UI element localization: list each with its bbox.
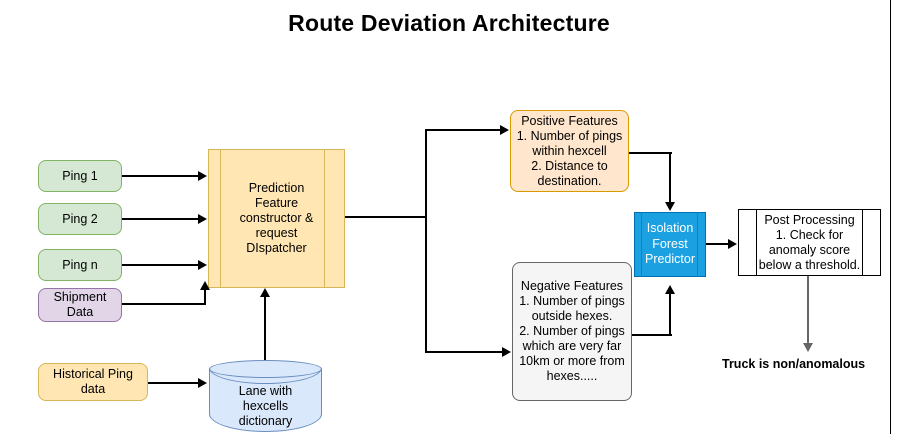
node-post-processing[interactable]: Post Processing 1. Check for anomaly sco…	[738, 209, 881, 276]
edge-shipment-vertical	[204, 288, 206, 304]
post-processing-left-bar	[756, 209, 757, 276]
arrowhead-positive	[500, 125, 509, 135]
node-ping-n[interactable]: Ping n	[38, 249, 122, 281]
edge-split-to-negative	[425, 351, 505, 353]
node-lane-hexcells-dictionary-label: Lane with hexcells dictionary	[238, 384, 293, 428]
isolation-forest-left-bar	[641, 212, 642, 277]
node-prediction-feature-dispatcher-label: Prediction Feature constructor & request…	[239, 181, 314, 255]
node-isolation-forest-predictor[interactable]: Isolation Forest Predictor	[634, 212, 706, 277]
node-ping-2-label: Ping 2	[62, 211, 98, 226]
edge-postproc-to-outcome	[807, 276, 809, 345]
edge-negative-up	[669, 292, 671, 335]
node-post-processing-label: Post Processing 1. Check for anomaly sco…	[758, 212, 861, 272]
arrowhead-outcome	[803, 343, 813, 352]
node-historical-ping-data-label: Historical Ping data	[53, 367, 133, 396]
edge-ping1-to-dispatcher	[122, 175, 200, 177]
edge-historical-to-cylinder	[148, 382, 200, 384]
arrowhead-ping2	[198, 214, 207, 224]
edge-ping2-to-dispatcher	[122, 218, 200, 220]
node-prediction-feature-dispatcher[interactable]: Prediction Feature constructor & request…	[208, 149, 345, 288]
arrowhead-shipment	[200, 281, 210, 290]
node-ping-2[interactable]: Ping 2	[38, 203, 122, 235]
node-negative-features-label: Negative Features 1. Number of pings out…	[519, 279, 625, 383]
node-isolation-forest-predictor-label: Isolation Forest Predictor	[644, 221, 696, 267]
arrowhead-pingn	[198, 260, 207, 270]
page-title: Route Deviation Architecture	[288, 10, 610, 36]
node-shipment-data[interactable]: Shipment Data	[38, 288, 122, 322]
node-shipment-data-label: Shipment Data	[53, 290, 107, 319]
node-positive-features-label: Positive Features 1. Number of pings wit…	[516, 113, 623, 188]
isolation-forest-right-bar	[697, 212, 698, 277]
arrowhead-isolation-bottom	[665, 285, 675, 294]
arrowhead-ping1	[198, 171, 207, 181]
edge-split-to-positive	[425, 129, 503, 131]
edge-positive-out	[629, 152, 672, 154]
edge-dispatcher-out	[345, 216, 427, 218]
arrowhead-isolation-top	[665, 202, 675, 211]
node-ping-n-label: Ping n	[62, 257, 98, 272]
label-outcome: Truck is non/anomalous	[722, 357, 866, 371]
edge-isolation-to-postproc	[706, 243, 732, 245]
arrowhead-postproc	[728, 239, 737, 249]
edge-split-vertical	[425, 129, 427, 352]
node-negative-features[interactable]: Negative Features 1. Number of pings out…	[512, 262, 632, 401]
dispatcher-shape	[208, 149, 345, 288]
edge-positive-down	[669, 152, 671, 203]
edge-pingn-to-dispatcher	[122, 264, 200, 266]
edge-negative-out	[632, 334, 672, 336]
arrowhead-historical	[198, 378, 207, 388]
post-processing-shape	[738, 209, 881, 276]
arrowhead-cylinder-up	[260, 288, 270, 297]
frame-right-border	[890, 0, 891, 434]
isolation-forest-shape	[634, 212, 706, 277]
node-ping-1[interactable]: Ping 1	[38, 160, 122, 192]
node-lane-hexcells-dictionary[interactable]: Lane with hexcells dictionary	[209, 360, 322, 432]
dispatcher-left-bar	[220, 149, 221, 288]
dispatcher-right-bar	[324, 149, 325, 288]
arrowhead-negative	[502, 347, 511, 357]
edge-cylinder-to-dispatcher	[264, 295, 266, 360]
node-ping-1-label: Ping 1	[62, 168, 98, 183]
node-historical-ping-data[interactable]: Historical Ping data	[38, 363, 148, 401]
node-positive-features[interactable]: Positive Features 1. Number of pings wit…	[510, 110, 629, 192]
post-processing-right-bar	[862, 209, 863, 276]
edge-shipment-horizontal	[122, 303, 206, 305]
